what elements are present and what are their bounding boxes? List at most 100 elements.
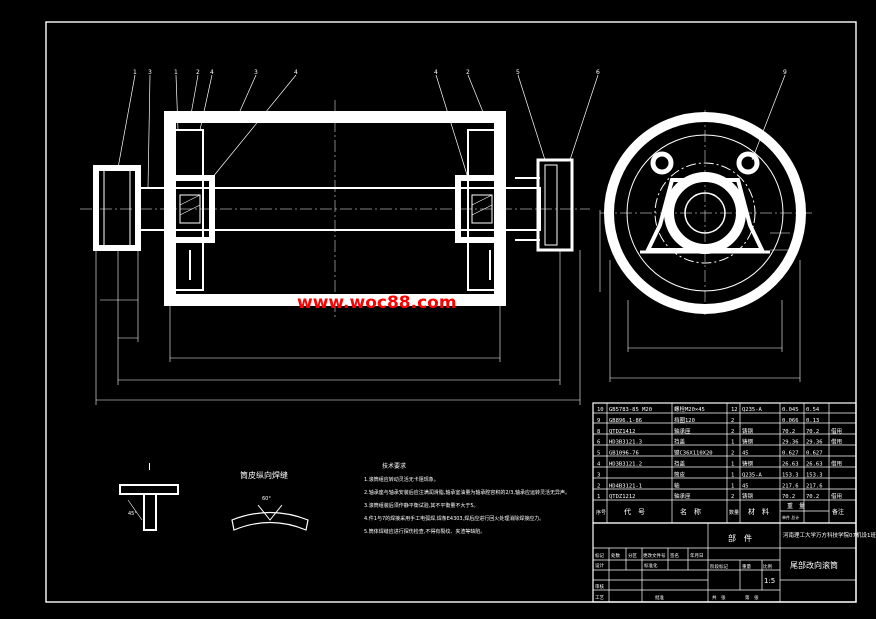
bom-cell-qty: 2 <box>731 429 734 435</box>
dimension-lines <box>95 210 601 405</box>
process-label: 工艺 <box>595 595 604 601</box>
bom-cell-material: 铸钢 <box>742 438 754 446</box>
bom-header-no: 序号 <box>596 509 606 516</box>
bom-cell-name: 挡盖 <box>674 438 686 446</box>
balloon-leaders <box>117 74 786 189</box>
bom-cell-no: 6 <box>597 440 600 446</box>
bom-cell-code: GB1096-76 <box>609 451 639 457</box>
bom-cell-code: GB5783-85 M20 <box>609 407 652 413</box>
bom-header-remark: 备注 <box>832 508 844 516</box>
bom-cell-total-weight: 70.2 <box>806 429 819 435</box>
balloon-8: 4 <box>434 69 438 76</box>
balloon-7: 4 <box>294 69 298 76</box>
bom-header-name: 名 称 <box>680 507 701 516</box>
note-1: 1.滚筒组应转动灵活无卡阻现象。 <box>364 476 439 483</box>
bom-cell-no: 9 <box>597 418 600 424</box>
bom-cell-no: 2 <box>597 483 600 489</box>
balloon-9: 2 <box>466 69 470 76</box>
side-view <box>600 110 815 315</box>
bom-cell-qty: 2 <box>731 494 734 500</box>
school-name: 河南理工大学万方科技学院07机设1班 <box>783 531 876 539</box>
weight-label: 重量 <box>742 563 751 570</box>
bom-cell-total-weight: 0.13 <box>806 418 819 424</box>
note-4: 4.件1与7的焊接采用手工电弧焊,焊条E4303,焊后应进行回火处理消除焊接应力… <box>364 515 544 522</box>
bom-header-qty: 数量 <box>729 509 739 516</box>
bom-cell-no: 8 <box>597 429 600 435</box>
note-3: 3.滚筒组装后须作静平衡试验,其不平衡量不大于5。 <box>364 502 479 509</box>
bom-cell-total-weight: 153.3 <box>806 472 823 478</box>
note-5: 5.筒体焊缝应进行探伤检查,不得有裂纹、夹渣等缺陷。 <box>364 528 485 535</box>
bom-cell-remark: 借用 <box>831 427 842 435</box>
angle-45-label: 45° <box>128 511 137 517</box>
bom-header-weight: 重 量 <box>787 502 805 510</box>
bom-cell-no: 10 <box>597 407 604 413</box>
balloon-4: 2 <box>196 69 200 76</box>
notes-title: 技术要求 <box>382 462 406 470</box>
bom-cell-name: 键C36X110X20 <box>674 449 713 457</box>
bom-cell-total-weight: 0.54 <box>806 407 820 413</box>
scale-label: 比例 <box>763 563 772 570</box>
bom-cell-name: 轴 <box>674 481 680 489</box>
balloon-numbers: 1 3 1 2 4 3 4 4 2 5 6 9 <box>133 69 787 76</box>
checker-label: 审核 <box>595 583 604 590</box>
technical-requirements: 技术要求 1.滚筒组应转动灵活无卡阻现象。 2.轴承座与轴承安装后应注满润滑脂,… <box>364 462 570 535</box>
bom-cell-no: 1 <box>597 494 600 500</box>
bom-cell-code: QTDZ1412 <box>609 429 636 435</box>
title-block-text: 河南理工大学万方科技学院07机设1班 部 件 尾部改向滚筒 阶段标记 重量 比例… <box>595 531 876 601</box>
title-block <box>592 522 857 603</box>
note-2: 2.轴承座与轴承安装后应注满润滑脂,轴承室油量为轴承腔容积的2/3,轴承应运转灵… <box>364 489 570 496</box>
balloon-6: 3 <box>254 69 258 76</box>
bom-cell-unit-weight: 29.36 <box>782 440 799 446</box>
bom-cell-material: 铸钢 <box>742 427 754 435</box>
bom-cell-material: 45 <box>742 451 749 457</box>
bom-cell-name: 螺栓M20×45 <box>674 405 705 413</box>
bom-cell-material: 45 <box>742 483 749 489</box>
row-label-date: 年月日 <box>690 552 704 559</box>
bom-header-unit-total: 单件 总计 <box>782 514 799 520</box>
balloon-11: 6 <box>596 69 600 76</box>
bom-cell-unit-weight: 70.2 <box>782 429 795 435</box>
bom-cell-qty: 2 <box>731 418 734 424</box>
bom-header: 序号 代 号 名 称 数量 材 料 重 量 单件 总计 备注 <box>596 502 844 520</box>
bom-cell-code: GB896.1-86 <box>609 418 642 424</box>
section-marker: I <box>148 462 151 473</box>
bom-cell-remark: 借用 <box>831 460 842 468</box>
sheet-border <box>45 21 857 603</box>
bom-cell-code: HD3B3121.3 <box>609 440 642 446</box>
bom-cell-total-weight: 217.6 <box>806 483 823 489</box>
bom-cell-no: 4 <box>597 462 601 468</box>
front-view <box>80 100 590 318</box>
bom-cell-code: QTDZ1212 <box>609 494 636 500</box>
balloon-12: 9 <box>783 69 787 76</box>
weld-angle-label: 60° <box>262 496 271 502</box>
balloon-3: 1 <box>174 69 178 76</box>
bom-cell-unit-weight: 0.045 <box>782 407 799 413</box>
bom-cell-unit-weight: 217.6 <box>782 483 799 489</box>
part-label: 部 件 <box>728 533 752 543</box>
bom-cell-unit-weight: 0.066 <box>782 418 799 424</box>
bom-cell-unit-weight: 26.63 <box>782 462 799 468</box>
side-dimensions <box>609 232 801 382</box>
bom-cell-name: 轴承座 <box>674 492 691 500</box>
row-label-mark: 标记 <box>595 552 604 559</box>
row-label-count: 处数 <box>611 552 620 559</box>
row-label-change-doc: 更改文件号 <box>643 552 666 559</box>
bom-cell-qty: 1 <box>731 483 734 489</box>
bom-cell-qty: 1 <box>731 462 734 468</box>
bom-header-code: 代 号 <box>624 507 645 516</box>
bom-cell-remark: 借用 <box>831 438 842 446</box>
sheet-total: 共 张 <box>712 594 726 601</box>
bom-cell-no: 3 <box>597 472 600 478</box>
bom-cell-material: 铸钢 <box>742 460 754 468</box>
weld-title: 筒皮纵向焊缝 <box>240 470 288 480</box>
bom-cell-qty: 1 <box>731 472 734 478</box>
row-label-sign: 签名 <box>670 552 679 559</box>
bom-cell-remark: 借用 <box>831 492 842 500</box>
balloon-1: 1 <box>133 69 137 76</box>
bom-cell-material: Q235-A <box>742 407 763 413</box>
approve-label: 批准 <box>655 594 664 601</box>
watermark-text: www.woc88.com <box>297 293 457 313</box>
bom-cell-unit-weight: 153.3 <box>782 472 799 478</box>
bom-cell-total-weight: 29.36 <box>806 440 823 446</box>
bom-cell-code: HD3B3121.2 <box>609 462 642 468</box>
